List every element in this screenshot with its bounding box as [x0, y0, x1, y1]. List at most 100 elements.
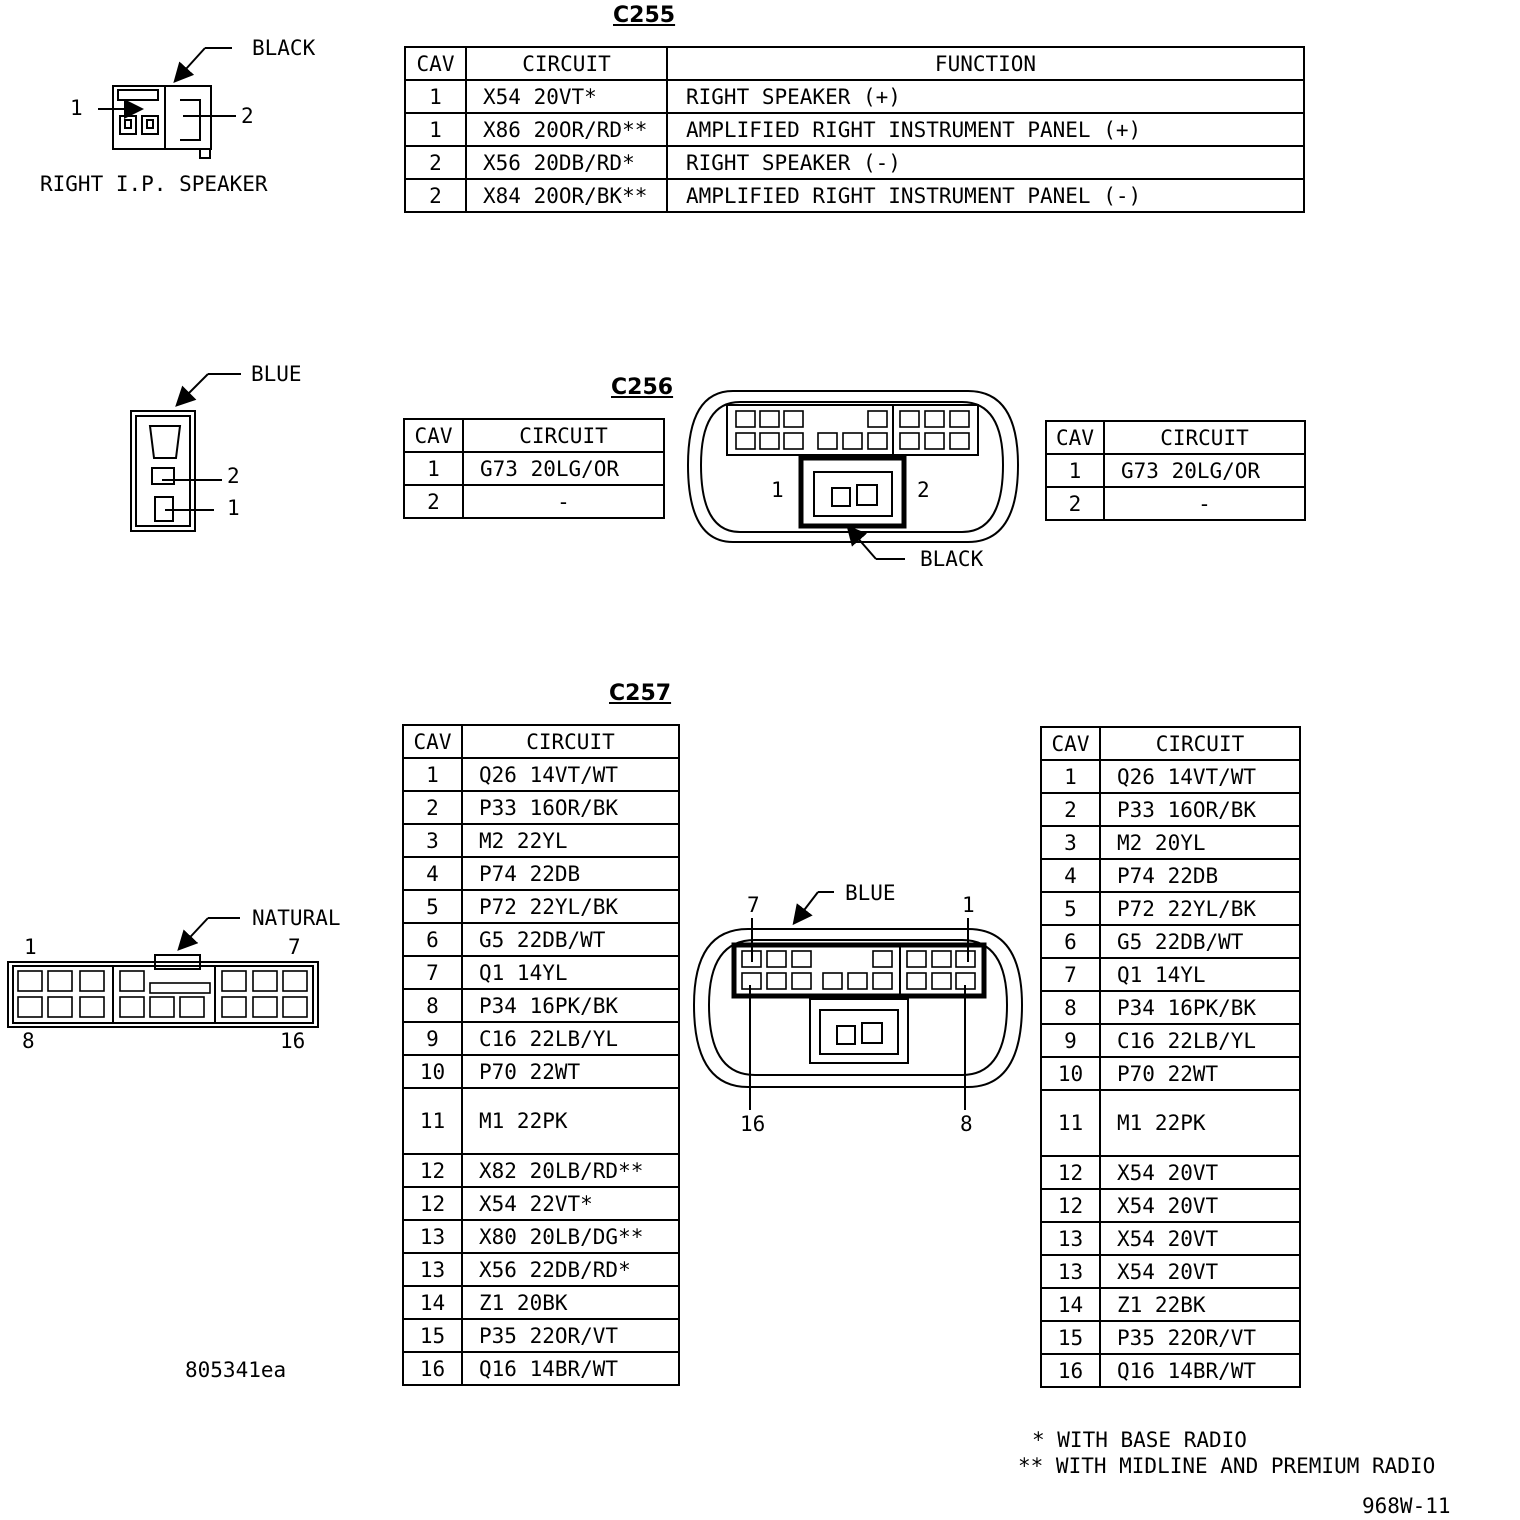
circuit-cell: Z1 22BK — [1099, 1287, 1301, 1322]
cav-cell: 13 — [402, 1219, 463, 1254]
cav-cell: 13 — [1040, 1221, 1101, 1256]
circuit-cell: P72 22YL/BK — [461, 889, 680, 924]
circuit-cell: P34 16PK/BK — [461, 988, 680, 1023]
c257-natural-connector — [7, 917, 319, 1028]
circuit-cell: M1 22PK — [1099, 1089, 1301, 1157]
circuit-cell: X86 20OR/RD** — [465, 112, 668, 147]
cav-cell: 10 — [1040, 1056, 1101, 1091]
circuit-cell: X54 20VT — [1099, 1188, 1301, 1223]
cav-cell: 9 — [402, 1021, 463, 1056]
circuit-cell: X54 20VT — [1099, 1155, 1301, 1190]
cav-cell: 16 — [1040, 1353, 1101, 1388]
cav-cell: 1 — [403, 451, 464, 486]
circuit-cell: P34 16PK/BK — [1099, 990, 1301, 1025]
c256-right-table: CAV CIRCUIT 1 G73 20LG/OR 2 - — [1045, 420, 1306, 521]
circuit-cell: C16 22LB/YL — [461, 1021, 680, 1056]
cav-cell: 1 — [402, 757, 463, 792]
c257-left-connector-color-label: NATURAL — [252, 906, 341, 930]
table-row: 2 X56 20DB/RD* RIGHT SPEAKER (-) — [404, 145, 1305, 180]
circuit-cell: X54 20VT — [1099, 1254, 1301, 1289]
c255-connector-caption: RIGHT I.P. SPEAKER — [40, 172, 268, 196]
drawing-number: 968W-11 — [1362, 1494, 1451, 1518]
cav-cell: 12 — [1040, 1188, 1101, 1223]
circuit-cell: P74 22DB — [1099, 858, 1301, 893]
c257-title: C257 — [609, 681, 672, 706]
function-cell: AMPLIFIED RIGHT INSTRUMENT PANEL (-) — [666, 178, 1305, 213]
cav-cell: 2 — [404, 145, 467, 180]
c256-center-pin-1-label: 1 — [771, 478, 784, 502]
cav-cell: 5 — [1040, 891, 1101, 926]
cav-cell: 4 — [402, 856, 463, 891]
c257-left-pin-8-label: 8 — [22, 1029, 35, 1053]
c255-connector-color-label: BLACK — [252, 36, 316, 60]
c257-center-connector-color-label: BLUE — [845, 881, 896, 905]
c255-table: CAV CIRCUIT FUNCTION 1 X54 20VT* RIGHT S… — [404, 46, 1305, 213]
circuit-cell: Q26 14VT/WT — [1099, 759, 1301, 794]
table-row: 1 G73 20LG/OR — [1045, 453, 1306, 488]
circuit-cell: P74 22DB — [461, 856, 680, 891]
circuit-cell: M2 20YL — [1099, 825, 1301, 860]
c255-header-circuit: CIRCUIT — [465, 46, 668, 81]
cav-cell: 14 — [1040, 1287, 1101, 1322]
c256-center-pin-2-label: 2 — [917, 478, 930, 502]
cav-cell: 8 — [402, 988, 463, 1023]
footnote-single: * WITH BASE RADIO — [1032, 1428, 1247, 1452]
c256-left-pin-2-label: 2 — [227, 464, 240, 488]
table-row: 1 X54 20VT* RIGHT SPEAKER (+) — [404, 79, 1305, 114]
cav-cell: 1 — [404, 112, 467, 147]
circuit-cell: G73 20LG/OR — [1103, 453, 1306, 488]
c256-center-connector-color-label: BLACK — [920, 547, 984, 571]
cav-cell: 7 — [1040, 957, 1101, 992]
cav-cell: 8 — [1040, 990, 1101, 1025]
circuit-cell: P35 22OR/VT — [461, 1318, 680, 1353]
c255-speaker-connector — [98, 47, 236, 159]
c257-left-pin-1-label: 1 — [24, 935, 37, 959]
c257-center-pin-8-label: 8 — [960, 1112, 973, 1136]
function-cell: RIGHT SPEAKER (+) — [666, 79, 1305, 114]
circuit-cell: X80 20LB/DG** — [461, 1219, 680, 1254]
function-cell: RIGHT SPEAKER (-) — [666, 145, 1305, 180]
c256-right-header-circuit: CIRCUIT — [1103, 420, 1306, 455]
circuit-cell: G73 20LG/OR — [462, 451, 665, 486]
c256-blue-connector — [130, 373, 241, 532]
circuit-cell: M2 22YL — [461, 823, 680, 858]
cav-cell: 6 — [402, 922, 463, 957]
footnote-double: ** WITH MIDLINE AND PREMIUM RADIO — [1018, 1454, 1436, 1478]
cav-cell: 7 — [402, 955, 463, 990]
image-id: 805341ea — [185, 1358, 287, 1382]
c255-pin-1-label: 1 — [70, 96, 83, 120]
circuit-cell: X54 22VT* — [461, 1186, 680, 1221]
table-row: 1 X86 20OR/RD** AMPLIFIED RIGHT INSTRUME… — [404, 112, 1305, 147]
circuit-cell: Q26 14VT/WT — [461, 757, 680, 792]
circuit-cell: - — [1103, 486, 1306, 521]
cav-cell: 2 — [1040, 792, 1101, 827]
circuit-cell: P33 16OR/BK — [461, 790, 680, 825]
circuit-cell: Z1 20BK — [461, 1285, 680, 1320]
cav-cell: 12 — [1040, 1155, 1101, 1190]
circuit-cell: M1 22PK — [461, 1087, 680, 1155]
c255-pin-2-label: 2 — [241, 104, 254, 128]
c256-center-connector — [686, 390, 1020, 560]
cav-cell: 12 — [402, 1153, 463, 1188]
c257-blue-connector — [692, 891, 1024, 1110]
